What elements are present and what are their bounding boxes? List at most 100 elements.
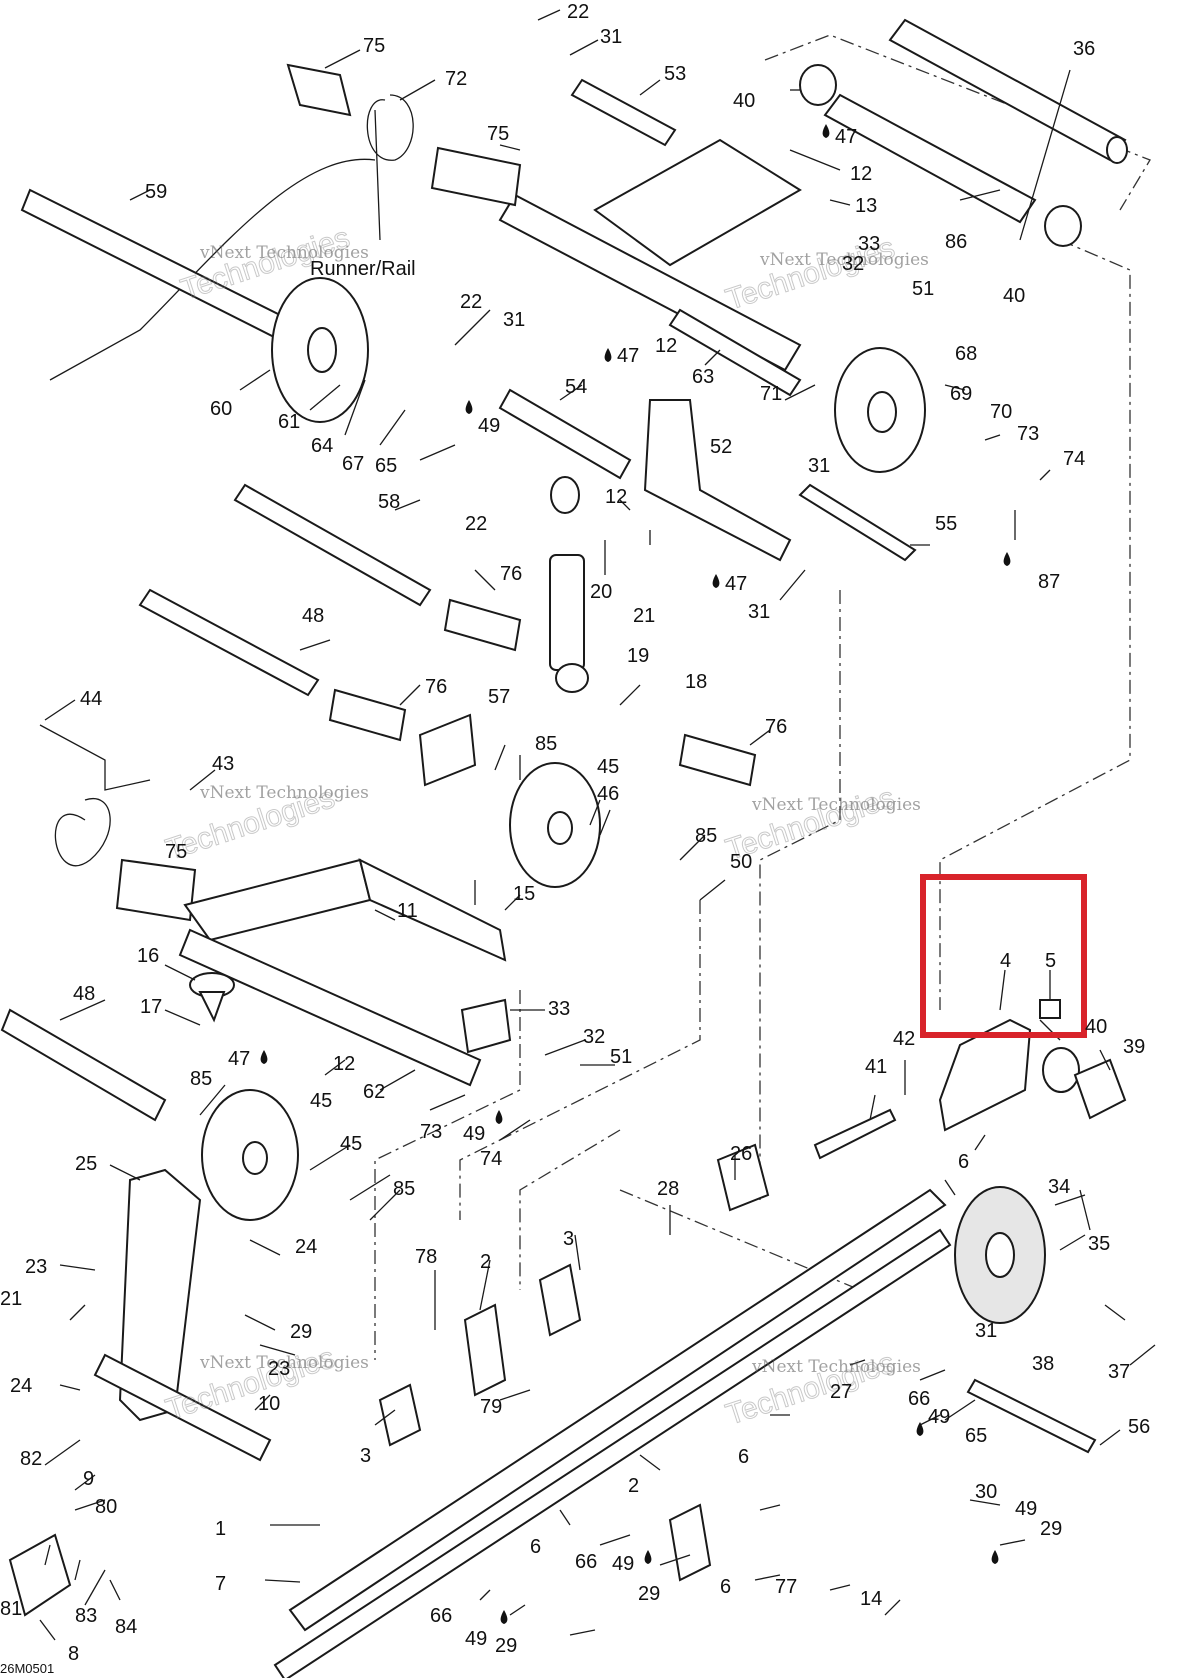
callout-label: 9: [83, 1468, 94, 1490]
callout-label: 48: [73, 983, 95, 1005]
callout-label: 49: [928, 1406, 950, 1428]
callout-label: 66: [430, 1605, 452, 1627]
callout-label: 76: [425, 676, 447, 698]
callout-label: 82: [20, 1448, 42, 1470]
callout-label: 12: [850, 163, 872, 185]
callout-label: 29: [638, 1583, 660, 1605]
callout-label: 66: [908, 1388, 930, 1410]
callout-label: 33: [548, 998, 570, 1020]
callout-label: 2: [480, 1251, 491, 1273]
callout-label: 4: [1000, 950, 1011, 972]
callout-label: 85: [393, 1178, 415, 1200]
callout-label: 58: [378, 491, 400, 513]
callout-label: 31: [748, 601, 770, 623]
callout-label: 49: [465, 1628, 487, 1650]
parts: [0, 18, 1128, 1678]
callout-label: 30: [975, 1481, 997, 1503]
callout-label: 1: [215, 1518, 226, 1540]
callout-label: 37: [1108, 1361, 1130, 1383]
watermark: vNext Technologies: [751, 1357, 921, 1377]
callout-label: 29: [495, 1635, 517, 1657]
callout-label: 68: [955, 343, 977, 365]
callout-label: 45: [310, 1090, 332, 1112]
watermark: vNext Technologies: [759, 250, 929, 270]
callout-label: 61: [278, 411, 300, 433]
callout-label: 73: [420, 1121, 442, 1143]
callout-label: 49: [1015, 1498, 1037, 1520]
callout-label: 83: [75, 1605, 97, 1627]
callout-label: 49: [612, 1553, 634, 1575]
callout-label: 69: [950, 383, 972, 405]
callout-label: 44: [80, 688, 102, 710]
callout-label: 56: [1128, 1416, 1150, 1438]
callout-label: 32: [583, 1026, 605, 1048]
callout-label: 43: [212, 753, 234, 775]
watermark: vNext Technologies: [199, 783, 369, 803]
callout-label: 75: [487, 123, 509, 145]
callout-label: 6: [958, 1151, 969, 1173]
callout-label: 29: [1040, 1518, 1062, 1540]
callout-label: 12: [655, 335, 677, 357]
callout-label: 31: [503, 309, 525, 331]
callout-label: 35: [1088, 1233, 1110, 1255]
callout-label: 24: [10, 1375, 32, 1397]
callout-label: 7: [215, 1573, 226, 1595]
callout-label: 75: [363, 35, 385, 57]
callout-label: 21: [0, 1288, 22, 1310]
callout-label: 40: [1085, 1016, 1107, 1038]
drawing-code: 26M0501: [0, 1661, 54, 1676]
callout-label: 66: [575, 1551, 597, 1573]
callout-label: 8: [68, 1643, 79, 1665]
callout-label: 76: [500, 563, 522, 585]
callout-label: 51: [610, 1046, 632, 1068]
callout-label: 31: [600, 26, 622, 48]
callout-label: 71: [760, 383, 782, 405]
callout-label: 46: [597, 783, 619, 805]
callout-label: 18: [685, 671, 707, 693]
callout-label: 74: [480, 1148, 502, 1170]
callout-label: 48: [302, 605, 324, 627]
callout-label: 26: [730, 1143, 752, 1165]
callout-label: 31: [975, 1320, 997, 1342]
callout-label: 73: [1017, 423, 1039, 445]
callout-label: 12: [333, 1053, 355, 1075]
callout-label: 80: [95, 1496, 117, 1518]
callout-label: 6: [720, 1576, 731, 1598]
callout-label: 42: [893, 1028, 915, 1050]
callout-label: 29: [290, 1321, 312, 1343]
leader-lines: [39, 9, 1156, 1641]
callout-label: 40: [733, 90, 755, 112]
callout-label: 47: [835, 126, 857, 148]
callout-label: 78: [415, 1246, 437, 1268]
callout-label: 85: [535, 733, 557, 755]
callout-label: 6: [530, 1536, 541, 1558]
callout-label: 6: [738, 1446, 749, 1468]
lubrication-drops: [260, 124, 1011, 1624]
callout-label: 3: [563, 1228, 574, 1250]
diagram-title: Runner/Rail: [310, 258, 416, 280]
callout-label: 85: [695, 825, 717, 847]
callout-label: 5: [1045, 950, 1056, 972]
callout-label: 12: [605, 486, 627, 508]
callout-label: 11: [397, 900, 418, 922]
callout-label: 65: [965, 1425, 987, 1447]
callout-label: 72: [445, 68, 467, 90]
callout-label: 53: [664, 63, 686, 85]
callout-label: 22: [465, 513, 487, 535]
callout-label: 84: [115, 1616, 137, 1638]
callout-label: 15: [513, 883, 535, 905]
callout-label: 34: [1048, 1176, 1070, 1198]
callout-label: 3: [360, 1445, 371, 1467]
callout-label: 23: [268, 1358, 290, 1380]
callout-label: 38: [1032, 1353, 1054, 1375]
callout-label: 59: [145, 181, 167, 203]
callout-label: 52: [710, 436, 732, 458]
callout-label: 2: [628, 1475, 639, 1497]
callout-label: 22: [567, 1, 589, 23]
callout-label: 21: [633, 605, 655, 627]
callout-label: 70: [990, 401, 1012, 423]
callout-label: 10: [258, 1393, 280, 1415]
watermark: vNext Technologies: [199, 1353, 369, 1373]
callout-label: 28: [657, 1178, 679, 1200]
